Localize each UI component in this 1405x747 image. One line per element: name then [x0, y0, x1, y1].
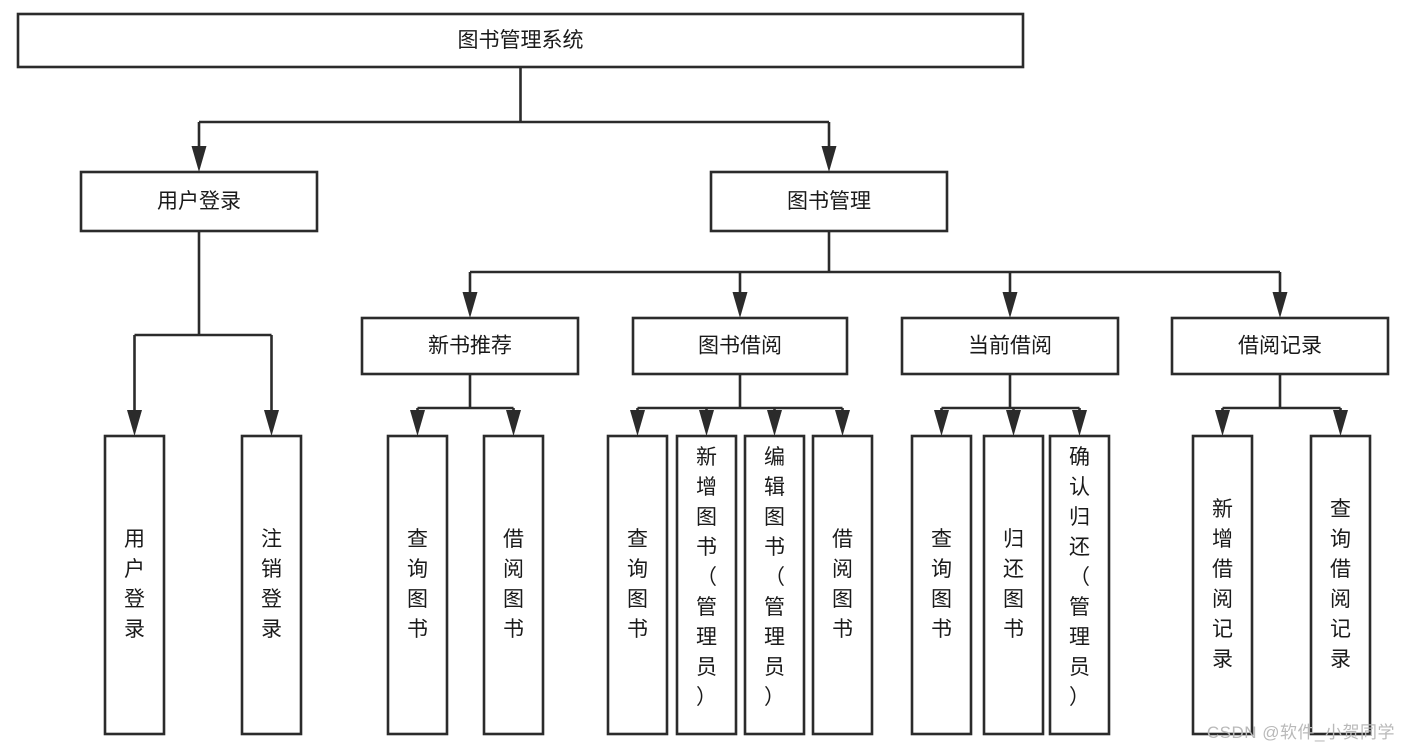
node-leaf-logout[interactable]: 注销登录	[240, 434, 303, 736]
edge-group	[462, 231, 1288, 318]
node-box[interactable]	[79, 170, 319, 233]
edge-group	[1215, 374, 1348, 436]
node-box[interactable]	[1048, 434, 1111, 736]
arrow-head	[1072, 410, 1087, 436]
node-root[interactable]: 图书管理系统	[16, 12, 1025, 69]
node-label: 查询图书	[931, 528, 952, 641]
node-label: 借阅图书	[503, 528, 524, 641]
node-book-borrow[interactable]: 图书借阅	[631, 316, 849, 376]
node-box[interactable]	[103, 434, 166, 736]
node-box[interactable]	[743, 434, 806, 736]
node-leaf-confirm-return[interactable]: 确认归还（管理员）	[1048, 434, 1111, 736]
node-box[interactable]	[900, 316, 1120, 376]
node-box[interactable]	[982, 434, 1045, 736]
node-borrow-record[interactable]: 借阅记录	[1170, 316, 1390, 376]
node-box[interactable]	[709, 170, 949, 233]
arrow-head	[767, 410, 782, 436]
arrow-head	[410, 410, 425, 436]
node-box[interactable]	[482, 434, 545, 736]
arrow-head	[1272, 292, 1288, 318]
node-box[interactable]	[386, 434, 449, 736]
node-label: 借阅记录	[1238, 335, 1322, 358]
node-label: 图书管理	[787, 190, 871, 213]
arrow-head	[506, 410, 521, 436]
edge-group	[127, 231, 279, 436]
node-leaf-borrow-book-2[interactable]: 借阅图书	[811, 434, 874, 736]
edge-group	[630, 374, 850, 436]
node-leaf-return-book[interactable]: 归还图书	[982, 434, 1045, 736]
node-label: 归还图书	[1003, 528, 1024, 641]
node-box[interactable]	[675, 434, 738, 736]
node-label: 新增图书（管理员）	[696, 446, 717, 709]
arrow-head	[462, 292, 478, 318]
node-label: 当前借阅	[968, 335, 1052, 358]
node-leaf-query-book-1[interactable]: 查询图书	[386, 434, 449, 736]
arrow-head	[191, 146, 207, 172]
node-label: 新书推荐	[428, 335, 512, 358]
arrow-head	[630, 410, 645, 436]
arrow-head	[1215, 410, 1230, 436]
arrow-head	[835, 410, 850, 436]
node-label: 查询图书	[407, 528, 428, 641]
arrow-head	[934, 410, 949, 436]
nodes-layer: 图书管理系统用户登录图书管理新书推荐图书借阅当前借阅借阅记录用户登录注销登录查询…	[16, 12, 1390, 736]
node-label: 查询借阅记录	[1330, 498, 1351, 671]
arrow-head	[1006, 410, 1021, 436]
node-box[interactable]	[360, 316, 580, 376]
node-label: 借阅图书	[832, 528, 853, 641]
node-box[interactable]	[1191, 434, 1254, 736]
arrow-head	[1002, 292, 1018, 318]
node-leaf-add-record[interactable]: 新增借阅记录	[1191, 434, 1254, 736]
arrow-head	[821, 146, 837, 172]
arrow-head	[127, 410, 142, 436]
node-box[interactable]	[606, 434, 669, 736]
node-box[interactable]	[16, 12, 1025, 69]
node-leaf-edit-book[interactable]: 编辑图书（管理员）	[743, 434, 806, 736]
node-box[interactable]	[811, 434, 874, 736]
node-label: 注销登录	[261, 528, 282, 641]
arrow-head	[264, 410, 279, 436]
node-box[interactable]	[1170, 316, 1390, 376]
node-leaf-user-login[interactable]: 用户登录	[103, 434, 166, 736]
arrow-head	[1333, 410, 1348, 436]
node-label: 确认归还（管理员）	[1069, 446, 1090, 709]
node-box[interactable]	[240, 434, 303, 736]
node-book-manage[interactable]: 图书管理	[709, 170, 949, 233]
edge-group	[191, 67, 837, 172]
node-label: 图书管理系统	[458, 29, 584, 52]
node-leaf-borrow-book-1[interactable]: 借阅图书	[482, 434, 545, 736]
node-leaf-query-book-2[interactable]: 查询图书	[606, 434, 669, 736]
node-box[interactable]	[1309, 434, 1372, 736]
node-label: 用户登录	[157, 190, 241, 213]
edges-layer	[127, 67, 1348, 436]
node-user-login[interactable]: 用户登录	[79, 170, 319, 233]
node-box[interactable]	[631, 316, 849, 376]
node-label: 查询图书	[627, 528, 648, 641]
node-leaf-query-book-3[interactable]: 查询图书	[910, 434, 973, 736]
arrow-head	[732, 292, 748, 318]
node-label: 编辑图书（管理员）	[764, 446, 785, 709]
node-leaf-query-record[interactable]: 查询借阅记录	[1309, 434, 1372, 736]
node-box[interactable]	[910, 434, 973, 736]
node-label: 图书借阅	[698, 335, 782, 358]
node-current-borrow[interactable]: 当前借阅	[900, 316, 1120, 376]
edge-group	[934, 374, 1087, 436]
arrow-head	[699, 410, 714, 436]
node-new-book-recommend[interactable]: 新书推荐	[360, 316, 580, 376]
node-label: 新增借阅记录	[1212, 498, 1233, 671]
node-label: 用户登录	[124, 528, 145, 641]
node-leaf-add-book[interactable]: 新增图书（管理员）	[675, 434, 738, 736]
edge-group	[410, 374, 521, 436]
